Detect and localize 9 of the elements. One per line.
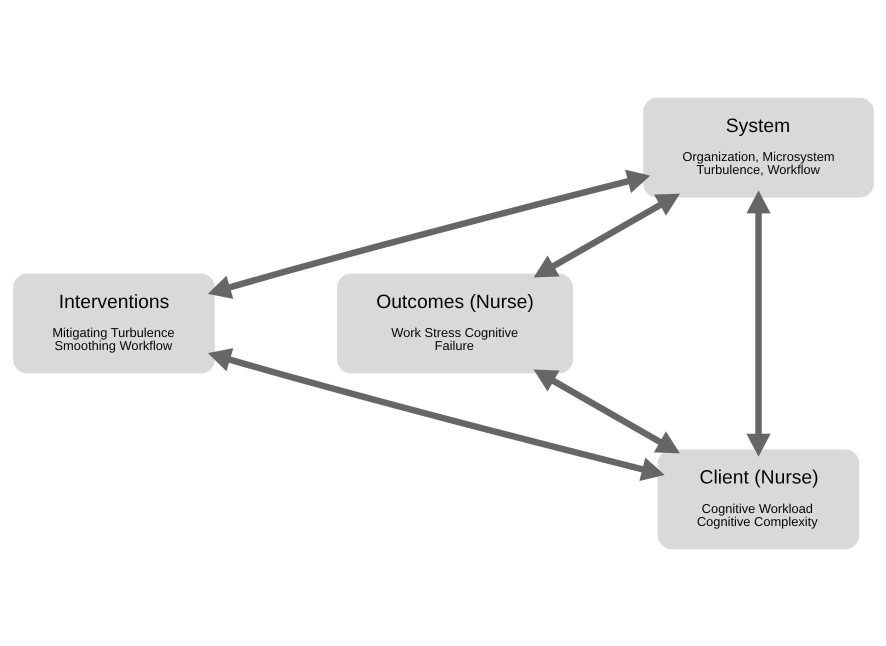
arrow — [207, 169, 650, 298]
node-box: Interventions Mitigating Turbulence Smoothing Workflow — [12, 273, 214, 373]
arrow — [207, 348, 664, 481]
node-box: Client (Nurse) Cognitive Workload Cognitive Complexity — [657, 449, 859, 549]
arrow — [746, 190, 770, 456]
arrow — [533, 369, 680, 453]
node-box: System Organization, Microsystem Turbulence, Workflow — [642, 97, 874, 197]
arrow — [533, 193, 680, 277]
node-box: Outcomes (Nurse) Work Stress Cognitive Failure — [336, 273, 572, 373]
